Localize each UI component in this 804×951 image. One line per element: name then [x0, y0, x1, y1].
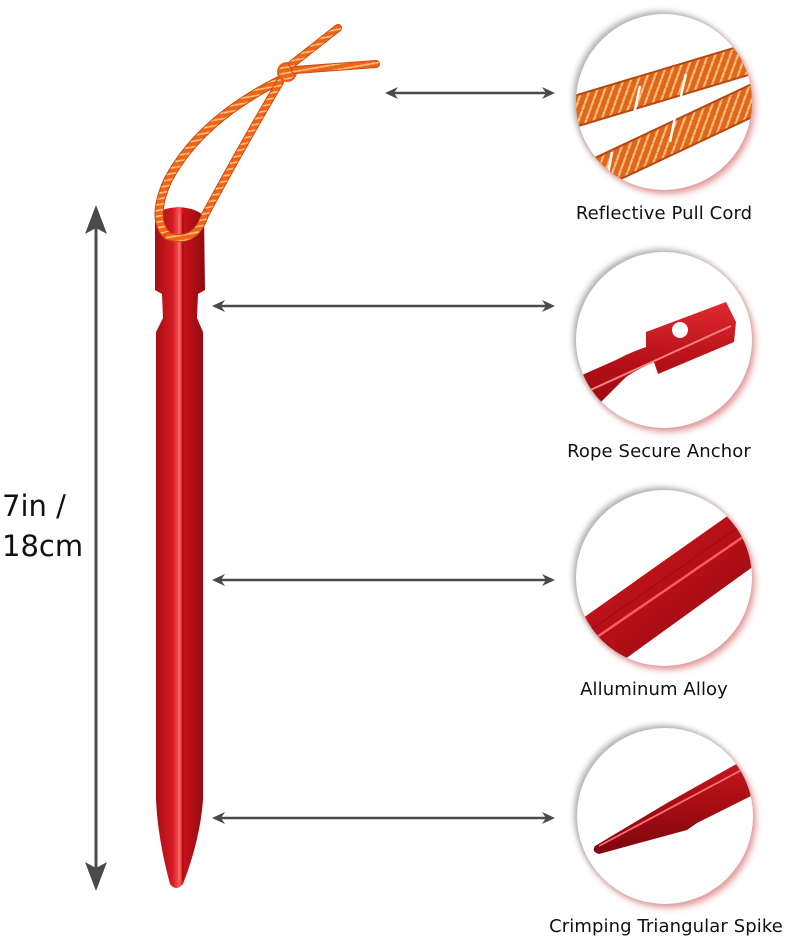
feature-label-rope-anchor: Rope Secure Anchor — [567, 441, 751, 462]
height-dimension-arrow — [85, 205, 107, 891]
reflective-pull-cord — [154, 24, 380, 243]
feature-label-pull-cord: Reflective Pull Cord — [575, 203, 753, 224]
stake-tip-detail-icon — [577, 728, 753, 904]
dimension-imperial: 7in / — [2, 489, 66, 523]
rope-detail-icon — [576, 14, 752, 190]
callout-arrow-rope-anchor — [212, 300, 555, 312]
callout-arrow-spike — [212, 812, 555, 824]
feature-label-spike: Crimping Triangular Spike — [549, 916, 783, 937]
callout-arrow-alloy — [212, 574, 555, 586]
dimension-label: 7in / 18cm — [2, 486, 83, 566]
dimension-metric: 18cm — [2, 529, 84, 563]
stake-shaft-detail-icon — [576, 490, 752, 666]
tent-stake — [155, 207, 205, 888]
callout-arrow-pull-cord — [385, 87, 555, 99]
feature-label-alloy: Alluminum Alloy — [580, 679, 728, 700]
stake-head-detail-icon — [576, 252, 752, 428]
